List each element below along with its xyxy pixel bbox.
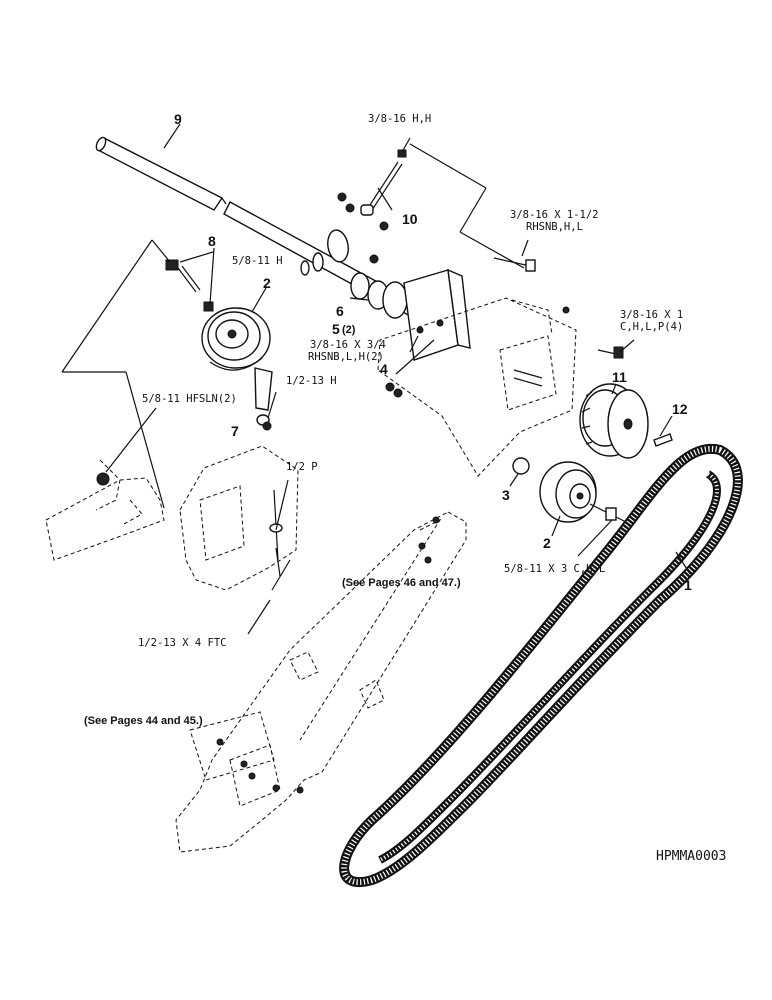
callout-10: 10 (402, 211, 418, 227)
callout-4: 4 (380, 361, 388, 377)
small-bolts (493, 257, 624, 359)
hardware-labels: 3/8-16 H,H 5/8-11 H 3/8-16 X 1-1/2 RHSNB… (138, 113, 683, 649)
label-rhsnb-l-h2: RHSNB,L,H(2) (308, 351, 384, 363)
label-c-h-l-p4: C,H,L,P(4) (620, 321, 683, 333)
label-5-8-11-hfsln: 5/8-11 HFSLN(2) (142, 393, 237, 405)
label-1-2-p: 1/2 P (286, 461, 318, 473)
callout-5: 5 (332, 321, 340, 337)
callout-6: 6 (336, 303, 344, 319)
bearing-assembly (300, 192, 408, 398)
mount-plate (179, 421, 299, 591)
mounting-bracket (403, 268, 471, 361)
label-3-8-16-x-3-4: 3/8-16 X 3/4 (310, 339, 386, 351)
figure-code: HPMMA0003 (656, 849, 726, 864)
frame-plate (377, 297, 577, 477)
callout-2-left: 2 (263, 275, 271, 291)
key-12 (653, 433, 673, 447)
label-1-2-13-x-4-ftc: 1/2-13 X 4 FTC (138, 637, 227, 649)
label-3-8-16-hh: 3/8-16 H,H (368, 113, 431, 125)
main-frame (175, 511, 467, 853)
callout-8: 8 (208, 233, 216, 249)
label-1-2-13-h: 1/2-13 H (286, 375, 337, 387)
label-3-8-16-x-1-1-2: 3/8-16 X 1-1/2 (510, 209, 599, 221)
idler-pulley-right (512, 457, 631, 525)
callout-3: 3 (502, 487, 510, 503)
part-callouts: 9 8 2 7 6 5 (2) 4 10 11 12 3 2 1 (174, 111, 692, 593)
callout-7: 7 (231, 423, 239, 439)
label-rhsnb-h-l: RHSNB,H,L (526, 221, 583, 233)
leader-lines (61, 123, 691, 635)
idler-pulley-left (201, 307, 271, 371)
ref-pages-46-47: (See Pages 46 and 47.) (342, 577, 461, 589)
label-3-8-16-x-1: 3/8-16 X 1 (620, 309, 683, 321)
bolt-10 (360, 149, 407, 216)
callout-5-qty: (2) (342, 324, 356, 336)
callout-12: 12 (672, 401, 688, 417)
left-frame (45, 459, 165, 561)
callout-1: 1 (684, 577, 692, 593)
drive-pulley-11 (579, 383, 649, 459)
drive-belt (339, 443, 743, 887)
callout-11: 11 (612, 369, 627, 385)
page-references: (See Pages 46 and 47.) (See Pages 44 and… (84, 577, 461, 727)
label-5-8-11-h: 5/8-11 H (232, 255, 283, 267)
callout-2-right: 2 (543, 535, 551, 551)
bolt-8 (165, 259, 214, 312)
idler-arm (254, 367, 273, 426)
callout-9: 9 (174, 111, 182, 127)
ref-pages-44-45: (See Pages 44 and 45.) (84, 715, 203, 727)
label-5-8-11-x-3: 5/8-11 X 3 C,H,L (504, 563, 605, 575)
